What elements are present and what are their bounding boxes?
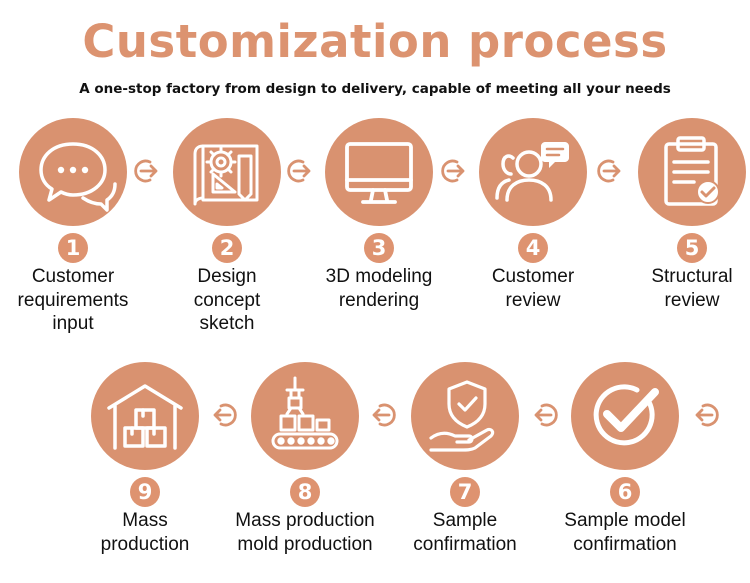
arrow-left-icon bbox=[692, 401, 720, 429]
step-9-number: 9 bbox=[130, 477, 160, 507]
step-6-circle bbox=[571, 362, 679, 470]
clipboard-check-icon bbox=[664, 136, 720, 206]
arrow-left-icon bbox=[531, 401, 559, 429]
hand-shield-icon bbox=[429, 380, 495, 452]
step-7-label: Sample confirmation bbox=[413, 510, 517, 555]
check-circle-icon bbox=[593, 384, 659, 446]
arrow-right-icon bbox=[440, 157, 468, 185]
step-4-circle bbox=[479, 118, 587, 226]
step-5-label: Structural review bbox=[651, 266, 733, 311]
step-6-label: Sample model confirmation bbox=[564, 510, 686, 555]
step-3-label: 3D modeling rendering bbox=[325, 266, 433, 311]
step-7-circle bbox=[411, 362, 519, 470]
arrow-left-icon bbox=[369, 401, 397, 429]
chat-bubbles-icon bbox=[39, 142, 117, 212]
step-6-number: 6 bbox=[610, 477, 640, 507]
arrow-right-icon bbox=[286, 157, 314, 185]
step-5-circle bbox=[638, 118, 746, 226]
warehouse-boxes-icon bbox=[107, 384, 183, 450]
page-title: Customization process bbox=[82, 15, 668, 68]
page-subtitle: A one-stop factory from design to delive… bbox=[79, 81, 671, 97]
step-2-label: Design concept sketch bbox=[193, 266, 261, 334]
arrow-right-icon bbox=[596, 157, 624, 185]
step-3-circle bbox=[325, 118, 433, 226]
step-3-number: 3 bbox=[364, 233, 394, 263]
users-chat-icon bbox=[495, 142, 569, 202]
step-1-circle bbox=[19, 118, 127, 226]
step-4-number: 4 bbox=[518, 233, 548, 263]
step-1-label: Customer requirements input bbox=[17, 266, 129, 334]
step-7-number: 7 bbox=[450, 477, 480, 507]
step-2-circle bbox=[173, 118, 281, 226]
step-8-circle bbox=[251, 362, 359, 470]
step-1-number: 1 bbox=[58, 233, 88, 263]
monitor-icon bbox=[345, 142, 413, 204]
gear-ruler-blueprint-icon bbox=[193, 144, 259, 206]
step-4-label: Customer review bbox=[491, 266, 575, 311]
step-8-label: Mass production mold production bbox=[235, 510, 375, 555]
conveyor-robot-icon bbox=[271, 376, 339, 450]
step-9-circle bbox=[91, 362, 199, 470]
step-5-number: 5 bbox=[677, 233, 707, 263]
step-2-number: 2 bbox=[212, 233, 242, 263]
step-8-number: 8 bbox=[290, 477, 320, 507]
step-9-label: Mass production bbox=[100, 510, 190, 555]
arrow-right-icon bbox=[133, 157, 161, 185]
arrow-left-icon bbox=[210, 401, 238, 429]
